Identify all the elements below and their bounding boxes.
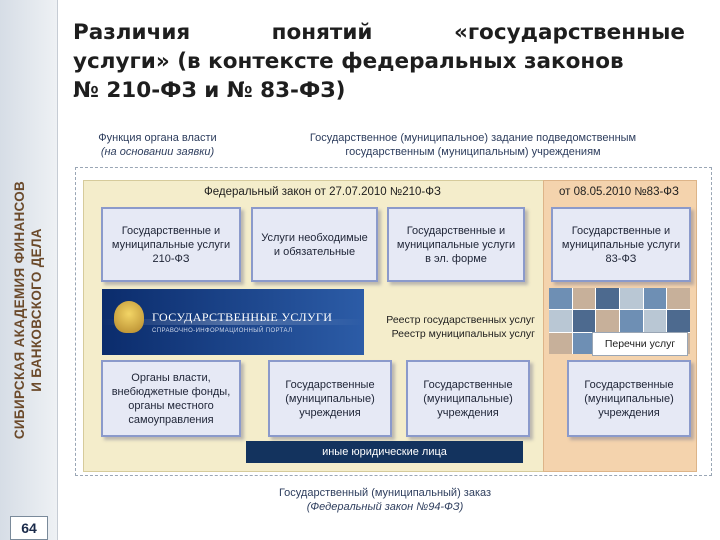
card-institutions-2: Государственные (муниципальные) учрежден… bbox=[406, 360, 530, 437]
registry-state: Реестр государственных услуг bbox=[386, 314, 535, 326]
header-authority-line2: (на основании заявки) bbox=[100, 146, 215, 158]
title-line-3: № 210-ФЗ и № 83-ФЗ) bbox=[73, 78, 346, 103]
header-state-assignment: Государственное (муниципальное) задание … bbox=[253, 131, 693, 159]
header-assignment-line2: государственным (муниципальным) учрежден… bbox=[345, 146, 601, 158]
law-210-label: Федеральный закон от 27.07.2010 №210-ФЗ bbox=[204, 186, 441, 198]
collage-photo bbox=[619, 310, 643, 332]
collage-photo bbox=[572, 310, 596, 332]
title-line-2: услуги» (в контексте федеральных законов bbox=[73, 49, 624, 74]
collage-photo bbox=[549, 288, 572, 310]
registry-municipal: Реестр муниципальных услуг bbox=[391, 328, 535, 340]
gosuslugi-portal-banner: ГОСУДАРСТВЕННЫЕ УСЛУГИ СПРАВОЧНО-ИНФОРМА… bbox=[102, 289, 364, 355]
card-necessary-services: Услуги необходимые и обязательные bbox=[251, 207, 378, 282]
header-authority-function: Функция органа власти (на основании заяв… bbox=[70, 131, 245, 159]
collage-photo bbox=[549, 310, 572, 332]
state-order-footer: Государственный (муниципальный) заказ (Ф… bbox=[235, 486, 535, 514]
collage-photo bbox=[643, 288, 667, 310]
card-state-services-210: Государственные и муниципальные услуги 2… bbox=[101, 207, 241, 282]
organization-name-line1: СИБИРСКАЯ АКАДЕМИЯ ФИНАНСОВ bbox=[12, 180, 27, 440]
title-line-1: Различия понятий «государственные bbox=[73, 18, 685, 47]
title-word-1: Различия bbox=[73, 20, 191, 45]
card-state-services-83: Государственные и муниципальные услуги 8… bbox=[551, 207, 691, 282]
organization-name-line2: И БАНКОВСКОГО ДЕЛА bbox=[29, 228, 44, 392]
collage-photo bbox=[596, 288, 619, 310]
collage-photo bbox=[572, 332, 596, 354]
collage-photo bbox=[619, 288, 643, 310]
title-word-3: «государственные bbox=[453, 20, 685, 45]
dashed-frame bbox=[75, 167, 712, 476]
card-institutions-3: Государственные (муниципальные) учрежден… bbox=[567, 360, 691, 437]
banner-stripe bbox=[102, 319, 364, 325]
collage-photo bbox=[667, 288, 690, 310]
organization-name: СИБИРСКАЯ АКАДЕМИЯ ФИНАНСОВ И БАНКОВСКОГ… bbox=[11, 181, 45, 439]
collage-photo bbox=[549, 332, 572, 354]
banner-title: ГОСУДАРСТВЕННЫЕ УСЛУГИ bbox=[152, 310, 333, 324]
footer-line1: Государственный (муниципальный) заказ bbox=[278, 487, 492, 499]
left-sidebar: СИБИРСКАЯ АКАДЕМИЯ ФИНАНСОВ И БАНКОВСКОГ… bbox=[0, 0, 58, 540]
other-legal-entities-bar: иные юридические лица bbox=[246, 441, 523, 463]
card-electronic-services: Государственные и муниципальные услуги в… bbox=[387, 207, 525, 282]
law-83-label: от 08.05.2010 №83-ФЗ bbox=[558, 186, 679, 198]
page-number: 64 bbox=[10, 516, 48, 540]
header-authority-line1: Функция органа власти bbox=[98, 132, 217, 144]
banner-subtitle: СПРАВОЧНО-ИНФОРМАЦИОННЫЙ ПОРТАЛ bbox=[152, 328, 293, 334]
service-lists-label: Перечни услуг bbox=[592, 332, 688, 356]
card-institutions-1: Государственные (муниципальные) учрежден… bbox=[268, 360, 392, 437]
collage-photo bbox=[667, 310, 690, 332]
collage-photo bbox=[572, 288, 596, 310]
services-registry: Реестр государственных услуг Реестр муни… bbox=[365, 313, 535, 341]
title-word-2: понятий bbox=[271, 20, 373, 45]
card-authorities: Органы власти, внебюджетные фонды, орган… bbox=[101, 360, 241, 437]
footer-line2: (Федеральный закон №94-ФЗ) bbox=[306, 501, 464, 513]
header-assignment-line1: Государственное (муниципальное) задание … bbox=[309, 132, 637, 144]
slide-title: Различия понятий «государственные услуги… bbox=[73, 18, 685, 105]
collage-photo bbox=[596, 310, 619, 332]
collage-photo bbox=[643, 310, 667, 332]
coat-of-arms-emblem-icon bbox=[114, 301, 144, 333]
